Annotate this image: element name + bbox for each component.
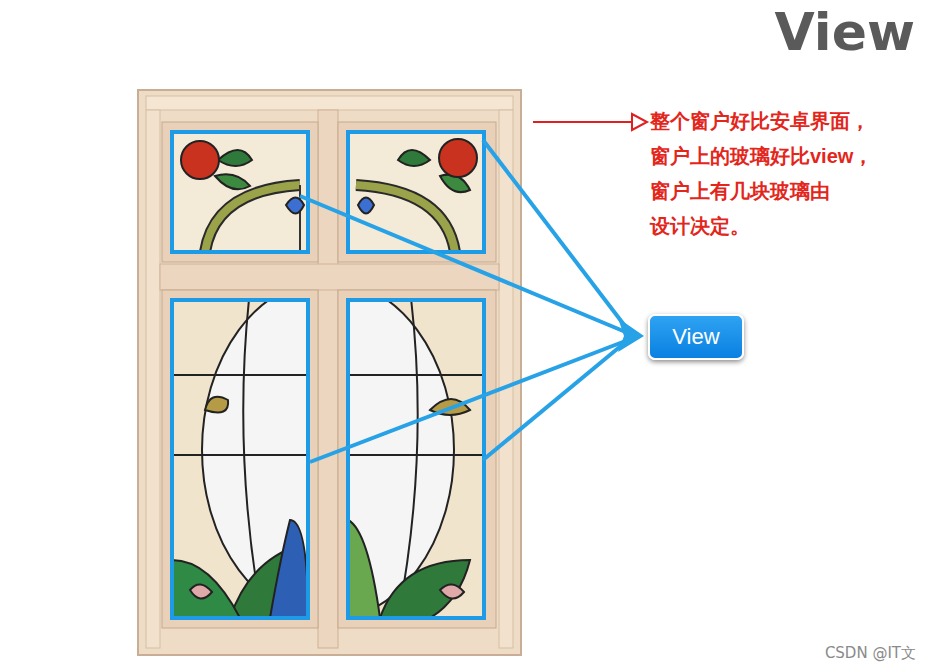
watermark: CSDN @IT文 (825, 644, 916, 663)
button-label: View (672, 324, 719, 350)
stained-glass (172, 300, 308, 618)
stained-glass (348, 300, 484, 618)
callout-arrow-head (632, 114, 647, 130)
callout-arrow (533, 121, 633, 123)
arrow-head (618, 318, 644, 352)
frame-side (499, 110, 513, 648)
view-button: View (648, 314, 744, 360)
stained-glass (348, 132, 484, 252)
sash (338, 122, 496, 262)
stained-glass (172, 132, 308, 252)
sash (162, 122, 318, 262)
callout-note: 整个窗户好比安卓界面， 窗户上的玻璃好比view， 窗户上有几块玻璃由 设计决定… (650, 104, 924, 244)
transom (160, 264, 499, 290)
page-title: View (775, 2, 915, 62)
pointer-arrows (300, 140, 628, 462)
pane-outlines (172, 132, 484, 618)
frame-side (146, 110, 160, 648)
frame-top (146, 96, 513, 110)
mullion (318, 110, 338, 648)
window-frame (138, 90, 521, 655)
